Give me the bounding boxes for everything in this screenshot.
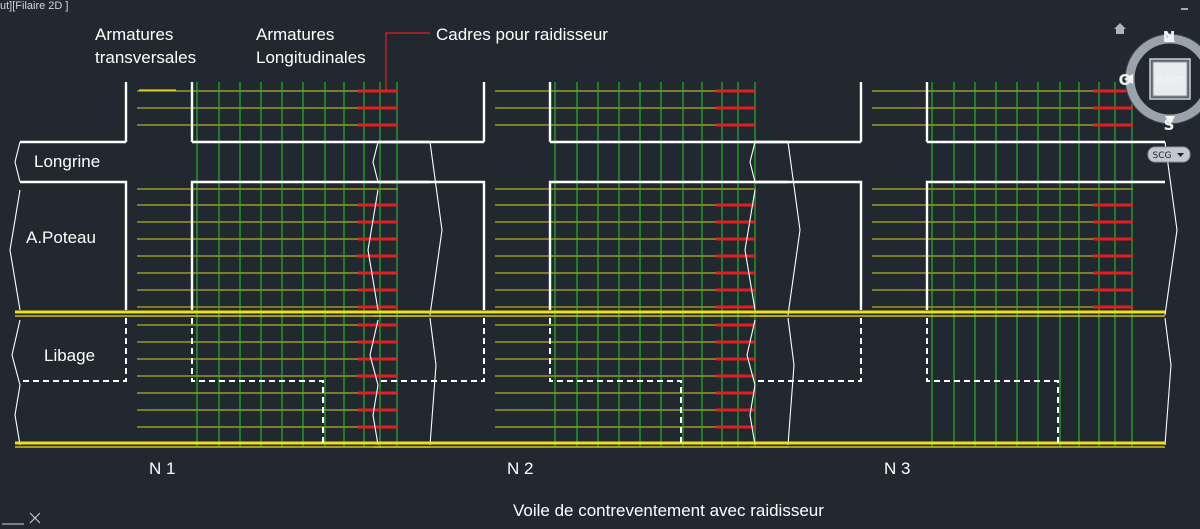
hidden-line-libage-right-n3 — [926, 318, 1059, 447]
hidden-line-libage-left-n1 — [20, 318, 127, 382]
outline-poteau-left-n1 — [20, 180, 128, 310]
label-armatures-transversales-2: transversales — [95, 48, 196, 67]
label-libage: Libage — [44, 346, 95, 365]
outline-poteau-right-n1 — [190, 180, 430, 310]
break-line-poteau-n1 — [9, 189, 21, 311]
break-line-right-lower-n2 — [787, 317, 795, 446]
chevron-down-icon — [1177, 153, 1184, 157]
break-line-libage-n1 — [11, 319, 21, 446]
viewcube-face-label: HAUT — [1156, 76, 1185, 86]
viewcube-top-face[interactable] — [1152, 61, 1188, 97]
break-line-libage-n3 — [746, 319, 756, 446]
break-line-right-upper-n2 — [787, 141, 801, 316]
drawing-caption: Voile de contreventement avec raidisseur — [513, 501, 824, 520]
compass-west: O — [1119, 71, 1132, 89]
label-poteau: A.Poteau — [26, 228, 96, 247]
label-armatures-longitudinales-1: Armatures — [256, 25, 334, 44]
hidden-line-libage-left-n3 — [755, 318, 862, 382]
break-line-right-upper-n3 — [1164, 141, 1178, 316]
outline-poteau-right-n2 — [548, 180, 788, 310]
west-arrow-icon[interactable] — [1124, 74, 1133, 84]
label-cadres-raidisseur: Cadres pour raidisseur — [436, 25, 608, 44]
label-armatures-longitudinales-2: Longitudinales — [256, 48, 366, 67]
hidden-line-libage-left-n2 — [378, 318, 485, 382]
break-line-longrine-n3 — [749, 141, 756, 183]
break-line-longrine-n1 — [14, 141, 21, 183]
hidden-line-libage-right-n1 — [191, 318, 324, 447]
ucs-menu-label: SCG — [1153, 151, 1172, 161]
ucs-menu-button[interactable] — [1147, 146, 1191, 163]
home-icon[interactable] — [1114, 23, 1126, 34]
compass-north: N — [1163, 28, 1176, 46]
outline-poteau-left-n3 — [755, 180, 863, 310]
ucs-icon — [2, 512, 41, 525]
label-variant-n2: N 2 — [507, 459, 533, 478]
break-line-poteau-n2 — [367, 189, 379, 311]
outline-poteau-right-n3 — [925, 180, 1165, 310]
label-longrine: Longrine — [34, 152, 100, 171]
cadres-leader-line — [385, 32, 430, 90]
break-line-right-lower-n3 — [1164, 317, 1172, 446]
outline-poteau-left-n2 — [378, 180, 486, 310]
south-arrow-icon[interactable] — [1165, 116, 1175, 125]
label-armatures-transversales-1: Armatures — [95, 25, 173, 44]
compass-south: S — [1164, 116, 1175, 134]
rebar-panels — [9, 82, 1178, 448]
north-arrow-icon[interactable] — [1165, 33, 1175, 42]
break-line-right-lower-n1 — [429, 317, 437, 446]
viewcube[interactable]: HAUT N S O SCG — [1114, 23, 1200, 163]
break-line-longrine-n2 — [372, 141, 379, 183]
break-line-libage-n2 — [369, 319, 379, 446]
break-line-right-upper-n1 — [429, 141, 443, 316]
viewport-label[interactable]: ut][Filaire 2D ] — [0, 0, 69, 12]
label-variant-n3: N 3 — [884, 459, 910, 478]
hidden-line-libage-right-n2 — [549, 318, 682, 447]
break-line-poteau-n3 — [744, 189, 756, 311]
label-variant-n1: N 1 — [149, 459, 175, 478]
